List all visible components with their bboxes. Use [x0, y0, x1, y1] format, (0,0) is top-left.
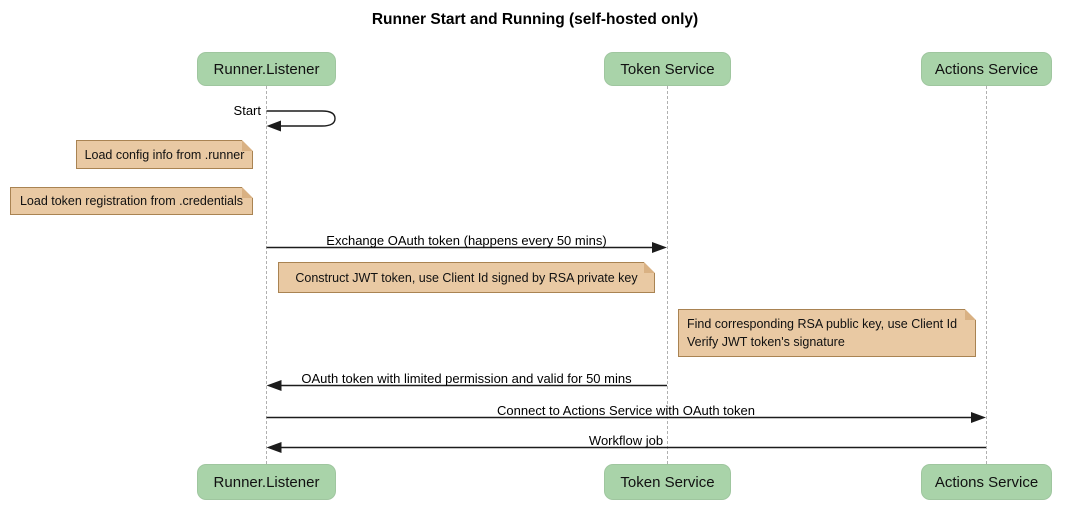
connect-actions-label: Connect to Actions Service with OAuth to…: [497, 403, 755, 418]
note-construct-jwt-text: Construct JWT token, use Client Id signe…: [295, 270, 638, 285]
actor-token-service-bottom-label: Token Service: [620, 473, 715, 491]
start-message-label: Start: [233, 103, 261, 118]
actor-token-service-top-label: Token Service: [620, 60, 715, 78]
exchange-oauth-label: Exchange OAuth token (happens every 50 m…: [326, 233, 607, 248]
actor-runner-listener-bottom: Runner.Listener: [197, 464, 336, 500]
note-verify-jwt-line2: Verify JWT token's signature: [687, 335, 845, 349]
note-verify-jwt: Find corresponding RSA public key, use C…: [678, 309, 976, 357]
actor-runner-listener-top-label: Runner.Listener: [213, 60, 320, 78]
actor-actions-service-top: Actions Service: [921, 52, 1052, 86]
note-load-config: Load config info from .runner: [76, 140, 253, 169]
lifeline-runner-listener: [266, 86, 267, 464]
actor-token-service-top: Token Service: [604, 52, 731, 86]
workflow-job-label: Workflow job: [588, 433, 664, 448]
note-verify-jwt-line1: Find corresponding RSA public key, use C…: [687, 316, 958, 331]
lifeline-token-service: [667, 86, 668, 464]
start-self-arrow: [266, 110, 336, 132]
note-construct-jwt: Construct JWT token, use Client Id signe…: [278, 262, 655, 293]
note-fold-icon: [965, 309, 976, 320]
note-fold-icon: [644, 262, 655, 273]
note-load-config-text: Load config info from .runner: [84, 147, 245, 162]
oauth-return-label: OAuth token with limited permission and …: [301, 371, 632, 386]
actor-actions-service-bottom: Actions Service: [921, 464, 1052, 500]
note-fold-icon: [242, 187, 253, 198]
diagram-title: Runner Start and Running (self-hosted on…: [371, 11, 699, 28]
actor-runner-listener-top: Runner.Listener: [197, 52, 336, 86]
actor-actions-service-top-label: Actions Service: [934, 60, 1039, 78]
actor-token-service-bottom: Token Service: [604, 464, 731, 500]
note-load-credentials: Load token registration from .credential…: [10, 187, 253, 215]
note-load-credentials-text: Load token registration from .credential…: [19, 194, 244, 208]
actor-runner-listener-bottom-label: Runner.Listener: [213, 473, 320, 491]
actor-actions-service-bottom-label: Actions Service: [934, 473, 1039, 491]
note-fold-icon: [242, 140, 253, 151]
lifeline-actions-service: [986, 86, 987, 464]
